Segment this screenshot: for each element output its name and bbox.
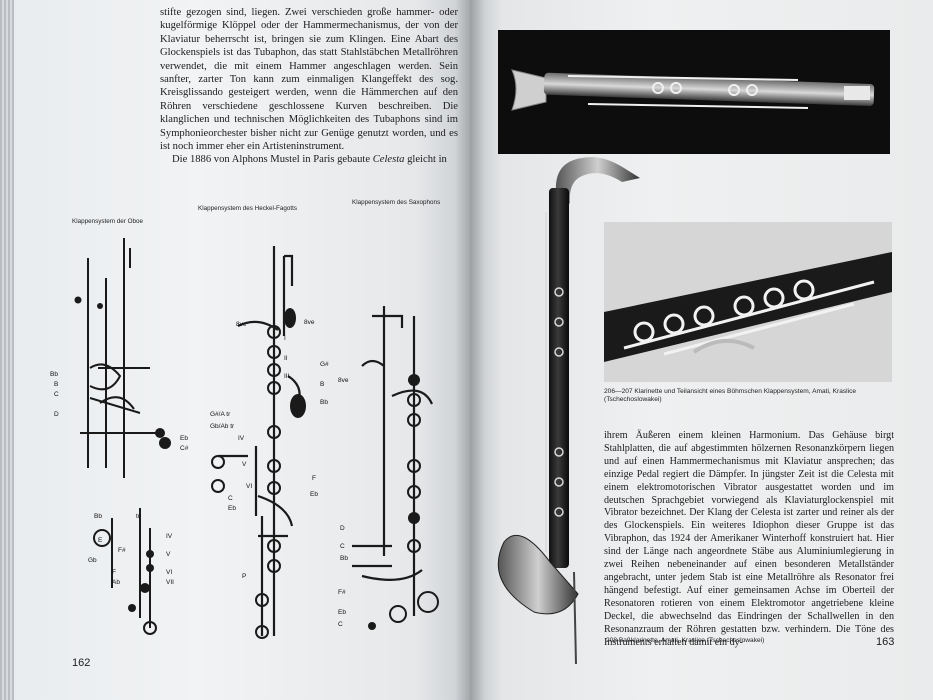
- oboe-label: D: [54, 411, 59, 418]
- oboe-label: VI: [166, 569, 172, 576]
- caption-saxophon: Klappensystem des Saxophons: [352, 199, 441, 206]
- oboe-label: F#: [118, 547, 126, 554]
- left-page-text: stifte gezogen sind, liegen. Zwei versch…: [160, 6, 458, 167]
- saxophon-label: C: [338, 621, 343, 628]
- saxophon-label: Bb: [340, 555, 348, 562]
- fagott-label: Bb: [320, 399, 328, 406]
- celesta-text-a: Die 1886 von Alphons Mustel in Paris geb…: [172, 154, 373, 166]
- fagott-label: Eb: [310, 491, 318, 498]
- left-page: [14, 0, 470, 700]
- oboe-label: V: [166, 551, 171, 558]
- fagott-label: C: [228, 495, 233, 502]
- right-page-text: ihrem Äußeren einem kleinen Harmonium. D…: [604, 430, 894, 649]
- fagott-label: II: [284, 355, 288, 362]
- saxophon-label: D: [340, 525, 345, 532]
- figure-caption-208: 208 Baßklarinette, Amati, Kraslice (Tsch…: [606, 637, 765, 644]
- saxophon-label: Eb: [338, 609, 346, 616]
- page-edge-stack: [0, 0, 14, 700]
- fagott-label: G#/A tr: [210, 411, 231, 418]
- clarinet-image: [511, 69, 875, 111]
- oboe-label: E: [98, 537, 103, 544]
- celesta-text-b: gleicht in: [404, 154, 447, 166]
- fagott-label: F: [312, 475, 316, 482]
- fagott-label: 8ve: [236, 321, 247, 328]
- fagott-label: I: [284, 335, 286, 342]
- saxophon-label: 8ve: [338, 377, 349, 384]
- fagott-label: III: [284, 373, 290, 380]
- oboe-label: IV: [166, 533, 173, 540]
- caption-oboe: Klappensystem der Oboe: [72, 218, 144, 225]
- fagott-key-diagram: 8ve 8ve I II III G# B Bb G#/A tr Gb/Ab t…: [210, 246, 329, 639]
- oboe-label: F: [112, 569, 116, 576]
- fagott-label: Gb/Ab tr: [210, 423, 235, 430]
- intro-paragraph: stifte gezogen sind, liegen. Zwei versch…: [160, 7, 458, 153]
- bass-clarinet-photo: [497, 157, 640, 665]
- saxophon-key-diagram: 8ve D C Bb F# Eb C: [338, 306, 439, 630]
- clarinet-detail-image: [604, 222, 892, 382]
- oboe-label: C: [54, 391, 59, 398]
- saxophon-label: F#: [338, 589, 346, 596]
- fagott-label: IV: [238, 435, 245, 442]
- oboe-label: Gb: [88, 557, 97, 564]
- oboe-label: C#: [180, 445, 189, 452]
- saxophon-label: C: [340, 543, 345, 550]
- oboe-label: Eb: [180, 435, 188, 442]
- fagott-label: Eb: [228, 505, 236, 512]
- celesta-italic: Celesta: [372, 154, 405, 166]
- oboe-label: B: [54, 381, 58, 388]
- page-number-right: 163: [876, 636, 895, 648]
- celesta-paragraph: Die 1886 von Alphons Mustel in Paris geb…: [160, 153, 458, 166]
- caption-fagott: Klappensystem des Heckel-Fagotts: [198, 205, 298, 212]
- page-number-left: 162: [72, 657, 91, 669]
- fagott-label: B: [320, 381, 324, 388]
- fagott-label: V: [242, 461, 247, 468]
- gutter-shadow: [455, 0, 485, 700]
- clarinet-photo-top: [498, 30, 890, 154]
- fagott-label: VI: [246, 483, 252, 490]
- oboe-label: Bb: [50, 371, 58, 378]
- oboe-label: Bb: [94, 513, 102, 520]
- figure-caption-206-207: 206—207 Klarinette und Teilansicht eines…: [604, 388, 857, 404]
- right-body-paragraph: ihrem Äußeren einem kleinen Harmonium. D…: [604, 430, 894, 648]
- oboe-label: VII: [166, 579, 174, 586]
- oboe-label: tr: [136, 513, 141, 520]
- fagott-label: P: [242, 573, 246, 580]
- fagott-label: 8ve: [304, 319, 315, 326]
- oboe-key-diagram: Bb B C D Eb C# Bb E F# Gb F Ab IV V VI V…: [50, 238, 189, 635]
- fagott-label: G#: [320, 361, 329, 368]
- oboe-label: Ab: [112, 579, 120, 586]
- clarinet-key-detail-photo: [604, 222, 892, 382]
